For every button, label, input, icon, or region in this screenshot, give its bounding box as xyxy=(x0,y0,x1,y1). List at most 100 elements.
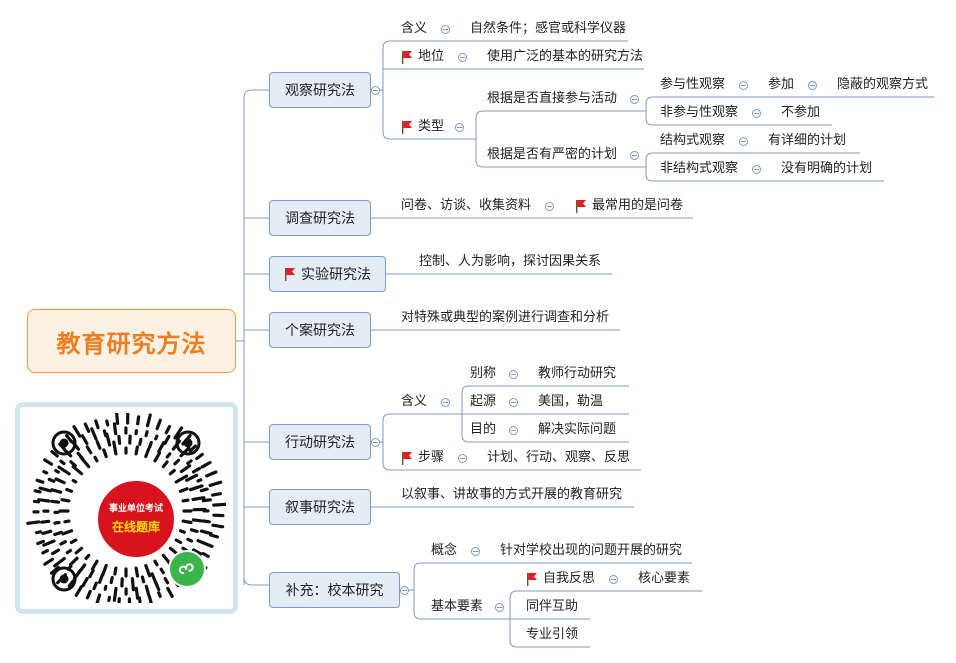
node-survey-note[interactable]: 最常用的是问卷 xyxy=(575,198,683,214)
node-observation-status[interactable]: 地位 xyxy=(401,49,444,65)
qr-dot xyxy=(105,432,112,447)
qr-dot xyxy=(85,445,93,455)
qr-dot xyxy=(185,473,199,482)
node-school-based[interactable]: 补充：校本研究 xyxy=(269,572,400,608)
node-structured-value[interactable]: 有详细的计划 xyxy=(768,133,847,148)
qr-dot xyxy=(191,496,206,502)
qr-dot xyxy=(130,577,136,592)
collapse-icon[interactable] xyxy=(509,426,518,435)
node-self-reflection[interactable]: 自我反思 xyxy=(526,571,595,587)
node-action-origin-value[interactable]: 美国，勒温 xyxy=(538,394,604,409)
node-narrative-detail[interactable]: 以叙事、讲故事的方式开展的教育研究 xyxy=(401,487,623,502)
qr-dot xyxy=(192,548,203,556)
node-peer-help[interactable]: 同伴互助 xyxy=(526,599,579,614)
qr-dot xyxy=(178,529,186,534)
node-action-purpose-value[interactable]: 解决实际问题 xyxy=(538,422,617,437)
node-action-alias[interactable]: 别称 xyxy=(470,366,497,381)
node-action-alias-value[interactable]: 教师行动研究 xyxy=(538,366,617,381)
node-observation-meaning[interactable]: 含义 xyxy=(401,21,428,36)
collapse-icon[interactable] xyxy=(630,151,639,160)
node-action[interactable]: 行动研究法 xyxy=(269,424,371,460)
node-survey-detail[interactable]: 问卷、访谈、收集资料 xyxy=(401,198,532,213)
node-observation-types[interactable]: 类型 xyxy=(401,119,444,135)
qr-dot xyxy=(53,530,64,537)
qr-dot xyxy=(42,470,49,475)
qr-dot xyxy=(40,519,51,524)
collapse-icon[interactable] xyxy=(371,86,380,95)
collapse-icon[interactable] xyxy=(458,454,467,463)
node-school-concept[interactable]: 概念 xyxy=(431,543,458,558)
node-unstructured-value[interactable]: 没有明确的计划 xyxy=(781,161,873,176)
node-action-origin[interactable]: 起源 xyxy=(470,394,497,409)
collapse-icon[interactable] xyxy=(609,575,618,584)
collapse-icon[interactable] xyxy=(752,109,761,118)
qr-dot xyxy=(67,579,75,588)
collapse-icon[interactable] xyxy=(630,95,639,104)
flag-icon xyxy=(285,268,295,281)
collapse-icon[interactable] xyxy=(371,438,380,447)
node-participant-value[interactable]: 参加 xyxy=(768,77,795,92)
qr-dot xyxy=(154,434,159,441)
qr-dot xyxy=(94,419,100,430)
collapse-icon[interactable] xyxy=(400,586,409,595)
node-expert-guide[interactable]: 专业引领 xyxy=(526,627,579,642)
node-action-meaning[interactable]: 含义 xyxy=(401,394,428,409)
node-by-plan[interactable]: 根据是否有严密的计划 xyxy=(487,147,618,162)
collapse-icon[interactable] xyxy=(495,603,504,612)
collapse-icon[interactable] xyxy=(545,202,554,211)
node-school-concept-value[interactable]: 针对学校出现的问题开展的研究 xyxy=(500,543,683,558)
node-by-participation[interactable]: 根据是否直接参与活动 xyxy=(487,91,618,106)
qr-dot xyxy=(155,418,162,431)
node-action-steps[interactable]: 步骤 xyxy=(401,450,444,466)
node-non-participant-value[interactable]: 不参加 xyxy=(781,105,821,120)
collapse-icon[interactable] xyxy=(739,137,748,146)
qr-dot xyxy=(134,445,139,456)
qr-dot xyxy=(179,446,191,458)
node-case-detail[interactable]: 对特殊或典型的案例进行调查和分析 xyxy=(401,310,610,325)
node-case[interactable]: 个案研究法 xyxy=(269,312,371,348)
collapse-icon[interactable] xyxy=(739,81,748,90)
node-observation-status-value[interactable]: 使用广泛的基本的研究方法 xyxy=(487,49,644,64)
collapse-icon[interactable] xyxy=(509,398,518,407)
collapse-icon[interactable] xyxy=(441,398,450,407)
qr-dot xyxy=(95,593,102,603)
qr-dot xyxy=(163,576,170,585)
node-participant-detail[interactable]: 隐蔽的观察方式 xyxy=(837,77,929,92)
node-narrative[interactable]: 叙事研究法 xyxy=(269,489,371,525)
qr-dot xyxy=(147,440,153,449)
qr-dot xyxy=(211,523,225,529)
collapse-icon[interactable] xyxy=(471,547,480,556)
node-observation[interactable]: 观察研究法 xyxy=(269,72,371,108)
node-experiment-detail[interactable]: 控制、人为影响，探讨因果关系 xyxy=(419,254,602,269)
qr-dot xyxy=(74,585,83,597)
qr-dot xyxy=(174,474,189,484)
node-experiment[interactable]: 实验研究法 xyxy=(269,256,386,292)
node-unstructured-observation[interactable]: 非结构式观察 xyxy=(660,161,739,176)
node-observation-meaning-value[interactable]: 自然条件；感官或科学仪器 xyxy=(470,21,627,36)
collapse-icon[interactable] xyxy=(441,25,450,34)
node-self-reflection-value[interactable]: 核心要素 xyxy=(638,571,691,586)
qr-dot xyxy=(72,425,82,438)
node-structured-observation[interactable]: 结构式观察 xyxy=(660,133,726,148)
collapse-icon[interactable] xyxy=(509,370,518,379)
collapse-icon[interactable] xyxy=(808,81,817,90)
qr-dot xyxy=(161,460,169,469)
qr-dot xyxy=(53,520,61,525)
qr-dot xyxy=(168,468,176,476)
qr-dot xyxy=(107,595,112,602)
node-non-participant-observation[interactable]: 非参与性观察 xyxy=(660,105,739,120)
collapse-icon[interactable] xyxy=(752,165,761,174)
qr-dot xyxy=(83,422,91,433)
node-survey[interactable]: 调查研究法 xyxy=(269,200,371,236)
collapse-icon[interactable] xyxy=(458,53,467,62)
node-action-purpose[interactable]: 目的 xyxy=(470,422,497,437)
collapse-icon[interactable] xyxy=(455,123,464,132)
node-action-steps-value[interactable]: 计划、行动、观察、反思 xyxy=(487,450,631,465)
qr-dot xyxy=(76,563,87,575)
node-participant-observation[interactable]: 参与性观察 xyxy=(660,77,726,92)
central-topic[interactable]: 教育研究方法 xyxy=(27,309,236,373)
node-school-elements[interactable]: 基本要素 xyxy=(431,599,484,614)
qr-dot xyxy=(59,540,67,546)
node-label: 实验研究法 xyxy=(301,267,371,283)
